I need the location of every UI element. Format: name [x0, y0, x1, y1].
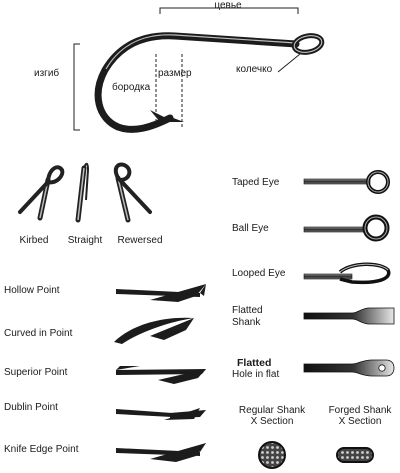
kirbed-hook-icon [18, 165, 65, 221]
flatted-shank-icon [303, 307, 395, 325]
label-regular-section-1: Regular Shank [238, 405, 306, 416]
label-flatted-hole-2: Hole in flat [232, 369, 280, 380]
eye-type-icons [303, 170, 395, 377]
label-flatted-shank-2: Shank [232, 317, 261, 328]
reversed-hook-icon [113, 162, 152, 223]
label-forged-section-1: Forged Shank [328, 405, 392, 416]
eye-angle-icons [18, 162, 152, 223]
hook-point [166, 116, 184, 122]
knife-edge-point-icon [116, 443, 206, 462]
forged-section-icon [336, 447, 374, 463]
hook-barb [150, 110, 170, 122]
point-icons [114, 284, 206, 462]
label-flatted-shank-1: Flatted [232, 305, 263, 316]
label-looped-eye: Looped Eye [232, 268, 286, 279]
label-regular-section-2: X Section [250, 416, 294, 427]
straight-hook-icon [75, 162, 90, 223]
hook-eye [291, 33, 325, 55]
looped-eye-icon [303, 262, 391, 285]
label-flatted-hole-1: Flatted [237, 357, 272, 369]
label-gap: размер [158, 68, 192, 79]
label-superior-point: Superior Point [4, 367, 68, 378]
tapered-eye-icon [303, 170, 390, 194]
label-straight: Straight [67, 235, 103, 246]
label-knife-edge-point: Knife Edge Point [4, 444, 79, 455]
label-ball-eye: Ball Eye [232, 223, 269, 234]
dublin-point-icon [116, 408, 206, 420]
label-forged-section-2: X Section [338, 416, 382, 427]
label-curved-in-point: Curved in Point [4, 328, 73, 339]
label-dublin-point: Dublin Point [4, 402, 58, 413]
label-shank: цевье [214, 0, 242, 11]
label-eye: колечко [236, 64, 273, 75]
superior-point-icon [116, 366, 206, 384]
regular-section-icon [258, 441, 286, 469]
label-hollow-point: Hollow Point [4, 285, 60, 296]
main-hook [94, 32, 325, 133]
hook-wire [94, 32, 300, 133]
flatted-hole-icon [303, 359, 395, 377]
label-barb: бородка [112, 82, 151, 93]
dimension-lines [73, 7, 301, 131]
hollow-point-icon [116, 284, 206, 302]
label-kirbed: Kirbed [19, 235, 49, 246]
label-rewersed: Rewersed [117, 235, 163, 246]
label-bend: изгиб [34, 68, 60, 79]
label-tapered-eye: Taped Eye [232, 177, 280, 188]
ball-eye-icon [303, 214, 390, 242]
curved-in-point-icon [114, 317, 194, 344]
cross-section-icons [258, 441, 374, 469]
